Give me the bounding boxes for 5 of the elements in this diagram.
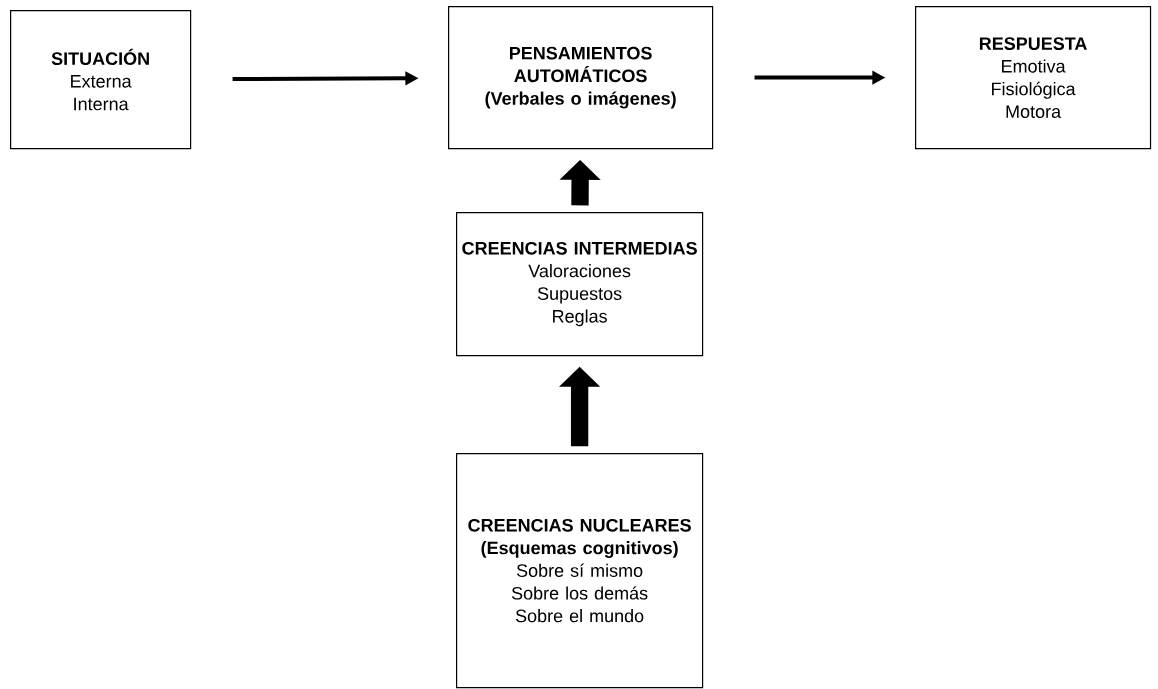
text-box: SITUACIÓN Externa Interna: [10, 10, 192, 150]
text-box: RESPUESTA Emotiva Fisiológica Motora: [915, 6, 1152, 150]
text-box: CREENCIAS NUCLEARES (Esquemas cognitivos) Sobre sí mismo Sobre los demás Sobre el mundo: [456, 453, 704, 689]
text-box: CREENCIAS INTERMEDIAS Valoraciones Supuestos Reglas: [456, 212, 704, 357]
text-box: PENSAMIENTOS AUTOMÁTICOS (Verbales o imágenes): [448, 6, 714, 150]
